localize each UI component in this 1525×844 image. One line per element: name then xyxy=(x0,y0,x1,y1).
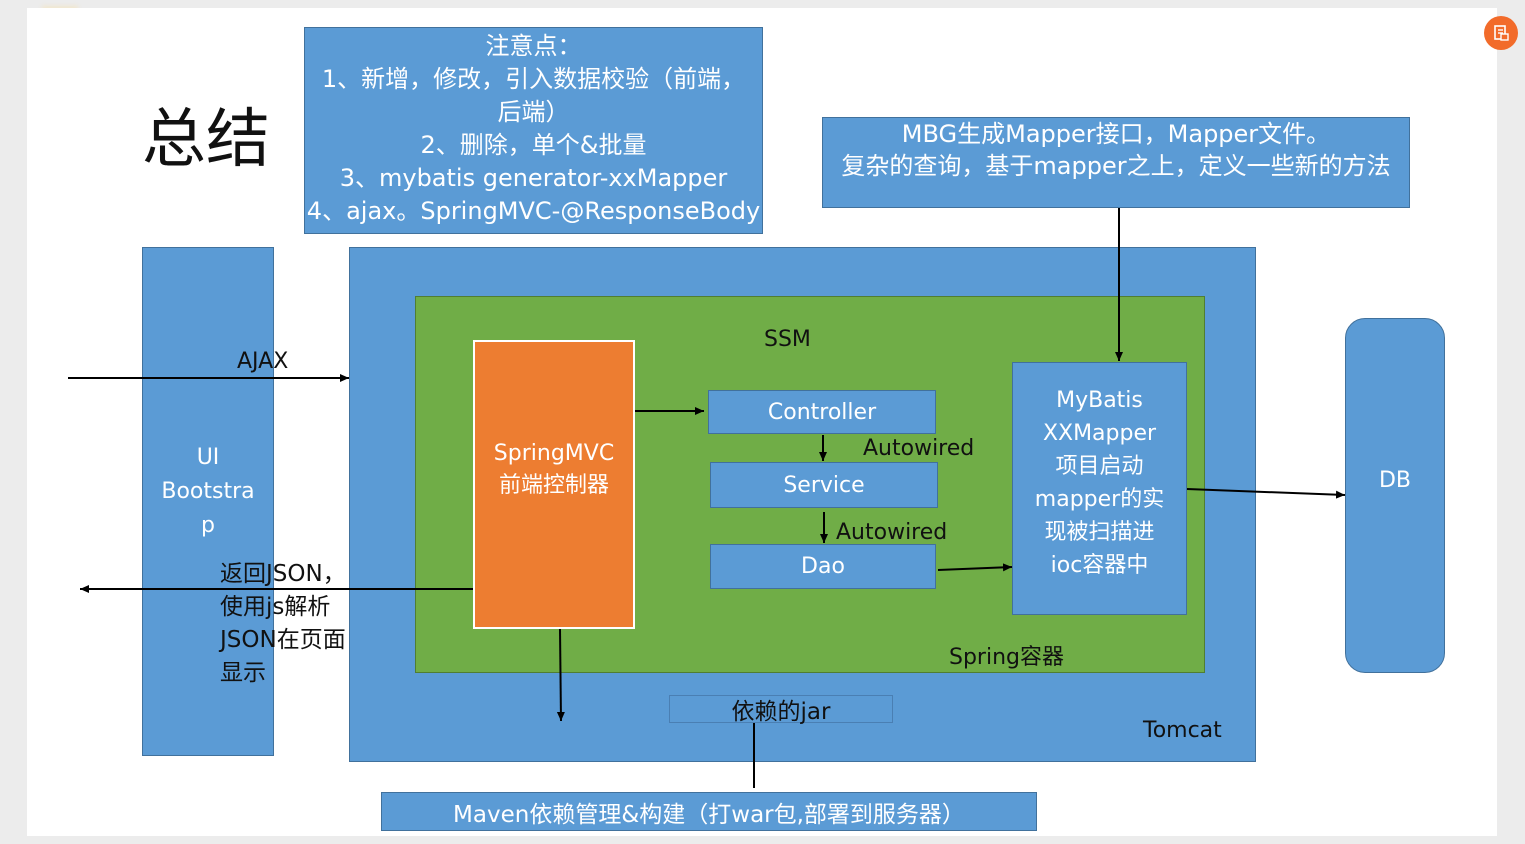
page-title: 总结 xyxy=(142,103,270,177)
dependency-jar-box: 依赖的jar xyxy=(669,695,893,725)
ajax-label: AJAX xyxy=(237,349,289,374)
document-icon xyxy=(1494,25,1509,41)
dao-box: Dao xyxy=(710,544,936,589)
ui-bootstrap-box: UI Bootstra p xyxy=(142,247,274,756)
maven-bar: Maven依赖管理&构建（打war包,部署到服务器） xyxy=(381,792,1037,831)
db-box: DB xyxy=(1345,318,1445,673)
notes-line-3: 3、mybatis generator-xxMapper xyxy=(339,164,728,192)
autowired-label-1: Autowired xyxy=(863,436,975,461)
notes-heading: 注意点： xyxy=(485,32,582,60)
edit-badge-icon[interactable] xyxy=(1484,16,1518,50)
notes-line-4: 4、ajax。SpringMVC-@ResponseBody xyxy=(306,197,761,225)
ssm-label: SSM xyxy=(764,327,811,352)
springmvc-box: SpringMVC 前端控制器 xyxy=(473,340,635,629)
notes-line-1: 1、新增，修改，引入数据校验（前端，后端） xyxy=(321,65,746,126)
spring-container-label: Spring容器 xyxy=(949,645,1064,670)
notes-line-2: 2、删除，单个&批量 xyxy=(420,131,647,159)
notes-box: 注意点： 1、新增，修改，引入数据校验（前端，后端） 2、删除，单个&批量 3、… xyxy=(304,27,763,234)
tomcat-label: Tomcat xyxy=(1143,718,1222,743)
mybatis-to-db-arrow xyxy=(1186,488,1346,499)
return-json-label: 返回JSON， 使用js解析 JSON在页面 显示 xyxy=(220,561,346,686)
dao-to-mybatis-arrow xyxy=(937,563,1013,572)
controller-box: Controller xyxy=(708,390,936,434)
service-box: Service xyxy=(710,462,938,508)
springmvc-down-arrow xyxy=(556,628,565,722)
autowired-label-2: Autowired xyxy=(836,520,948,545)
mybatis-box: MyBatis XXMapper 项目启动 mapper的实 现被扫描进 ioc… xyxy=(1012,362,1187,615)
mbg-note-box: MBG生成Mapper接口，Mapper文件。 复杂的查询，基于mapper之上… xyxy=(822,117,1410,208)
